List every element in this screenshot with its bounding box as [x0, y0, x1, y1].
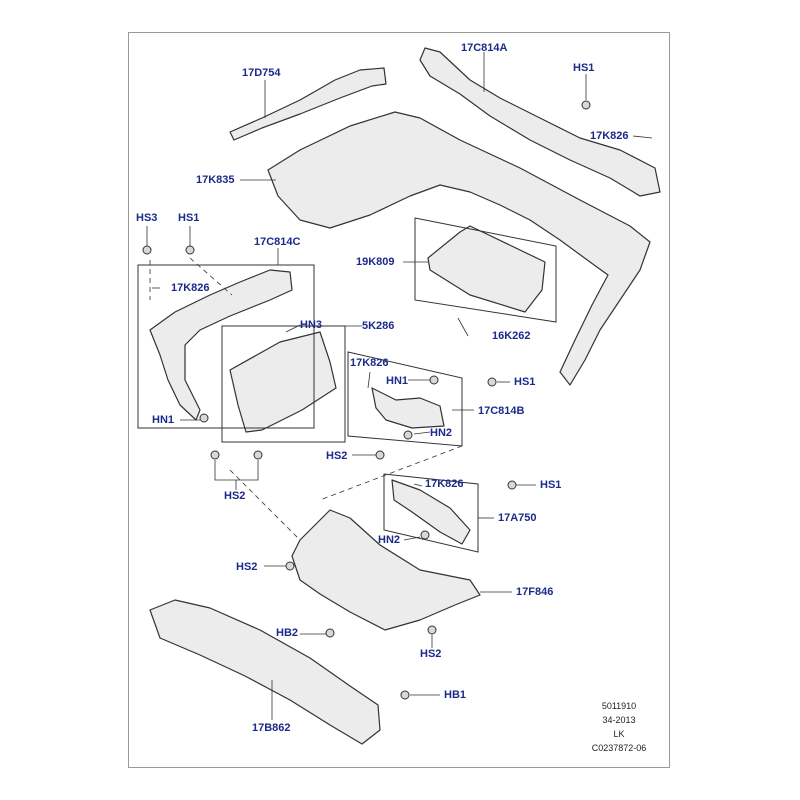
label-HN2-low: HN2: [378, 534, 401, 546]
fastener-hs2-lower: [285, 561, 295, 571]
small-bracket-part: [391, 479, 471, 545]
label-17C814C: 17C814C: [254, 236, 301, 248]
label-HS2-lower: HS2: [236, 561, 258, 573]
label-HS2-left: HS2: [224, 490, 246, 502]
trim-strip-part: [229, 67, 387, 141]
center-bracket-part: [371, 387, 445, 429]
bumper-cover-part: [267, 111, 651, 386]
fastener-hb1: [400, 690, 410, 700]
label-19K809: 19K809: [356, 256, 395, 268]
label-17K826-low: 17K826: [425, 478, 464, 490]
tow-cover-part: [427, 225, 546, 313]
fastener-hs3: [142, 245, 152, 255]
label-16K262: 16K262: [492, 330, 531, 342]
label-HS1-mid: HS1: [514, 376, 536, 388]
label-17C814B: 17C814B: [478, 405, 525, 417]
crash-beam-part: [149, 599, 381, 745]
label-HN1-left: HN1: [152, 414, 175, 426]
reference-line-3: LK: [613, 729, 625, 739]
fastener-hs1-left: [185, 245, 195, 255]
label-5K286: 5K286: [362, 320, 395, 332]
group-box-19K809: [414, 217, 557, 323]
fastener-hs1-mid: [487, 377, 497, 387]
label-17A750: 17A750: [498, 512, 537, 524]
fastener-hs2-bottom: [427, 625, 437, 635]
group-box-17C814C: [137, 264, 315, 429]
left-bracket-part: [149, 269, 293, 421]
label-HN1-mid: HN1: [386, 375, 409, 387]
fastener-hs1-top: [581, 100, 591, 110]
label-HS1-low: HS1: [540, 479, 562, 491]
fastener-hn1-mid: [429, 375, 439, 385]
undertray-part: [291, 509, 481, 631]
label-HS2-bottom: HS2: [420, 648, 442, 660]
fastener-hs2-mid: [375, 450, 385, 460]
fastener-hn1-left: [199, 413, 209, 423]
label-17K826-left: 17K826: [171, 282, 210, 294]
fastener-hn2-mid: [403, 430, 413, 440]
label-HS3: HS3: [136, 212, 158, 224]
label-17K826-top: 17K826: [590, 130, 629, 142]
fastener-hb2: [325, 628, 335, 638]
fastener-hs2-left-a: [210, 450, 220, 460]
label-HB2: HB2: [276, 627, 299, 639]
reference-line-4: C0237872-06: [591, 743, 647, 753]
fastener-hn2-low: [420, 530, 430, 540]
label-HB1: HB1: [444, 689, 467, 701]
fastener-hs1-low: [507, 480, 517, 490]
diagram-frame: [128, 32, 670, 768]
side-panel-part: [229, 331, 337, 433]
fastener-hs2-left-b: [253, 450, 263, 460]
group-box-5K286: [221, 325, 346, 443]
label-17C814A: 17C814A: [461, 42, 508, 54]
label-17K826-mid: 17K826: [350, 357, 389, 369]
upper-reinforcement-part: [419, 47, 661, 197]
group-box-17A750: [383, 473, 479, 553]
label-HS1-left: HS1: [178, 212, 200, 224]
label-HN3: HN3: [300, 319, 323, 331]
label-HS2-mid: HS2: [326, 450, 348, 462]
label-17K835: 17K835: [196, 174, 235, 186]
reference-line-2: 34-2013: [602, 715, 636, 725]
reference-line-1: 5011910: [601, 701, 637, 711]
label-17D754: 17D754: [242, 67, 281, 79]
label-17F846: 17F846: [516, 586, 554, 598]
label-HN2-mid: HN2: [430, 427, 453, 439]
label-17B862: 17B862: [252, 722, 291, 734]
label-HS1-top: HS1: [573, 62, 595, 74]
